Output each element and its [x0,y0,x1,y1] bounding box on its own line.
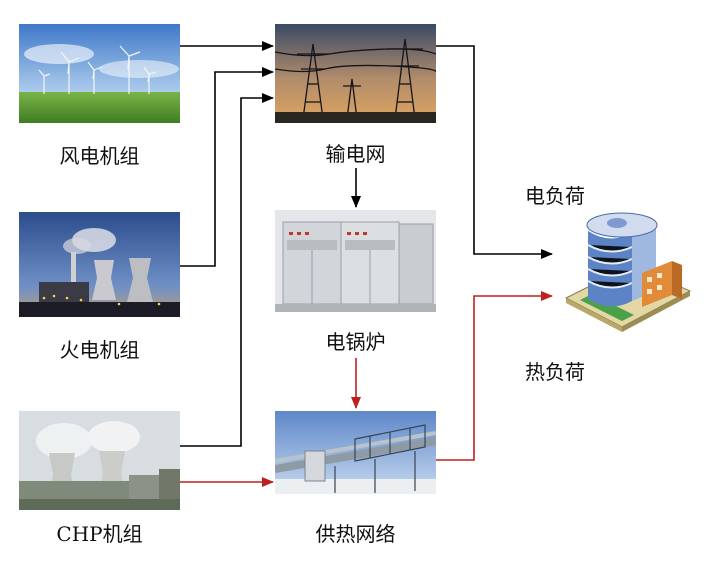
thermal-unit-label: 火电机组 [59,338,140,362]
thermal-plant-image [19,212,180,317]
chp-unit-label: CHP机组 [56,522,143,546]
heating-network-image [275,411,436,494]
grid-to-electric-load-arrow [436,45,553,259]
boiler-label: 电锅炉 [325,330,386,354]
heat-load-label: 热负荷 [525,360,585,384]
transmission-grid-image [275,24,436,123]
building-load-icon [562,203,694,333]
wind-turbine-image [19,24,180,123]
electric-boiler-image [275,210,436,312]
thermal-to-grid-arrow [180,67,274,267]
heatnet-to-heat-load-arrow [436,291,553,461]
heatnet-label: 供热网络 [315,522,396,546]
wind-unit-label: 风电机组 [59,144,140,168]
chp-to-grid-arrow [180,93,274,447]
chp-plant-image [19,411,180,510]
electric-load-label: 电负荷 [525,184,585,208]
grid-label: 输电网 [325,142,386,166]
